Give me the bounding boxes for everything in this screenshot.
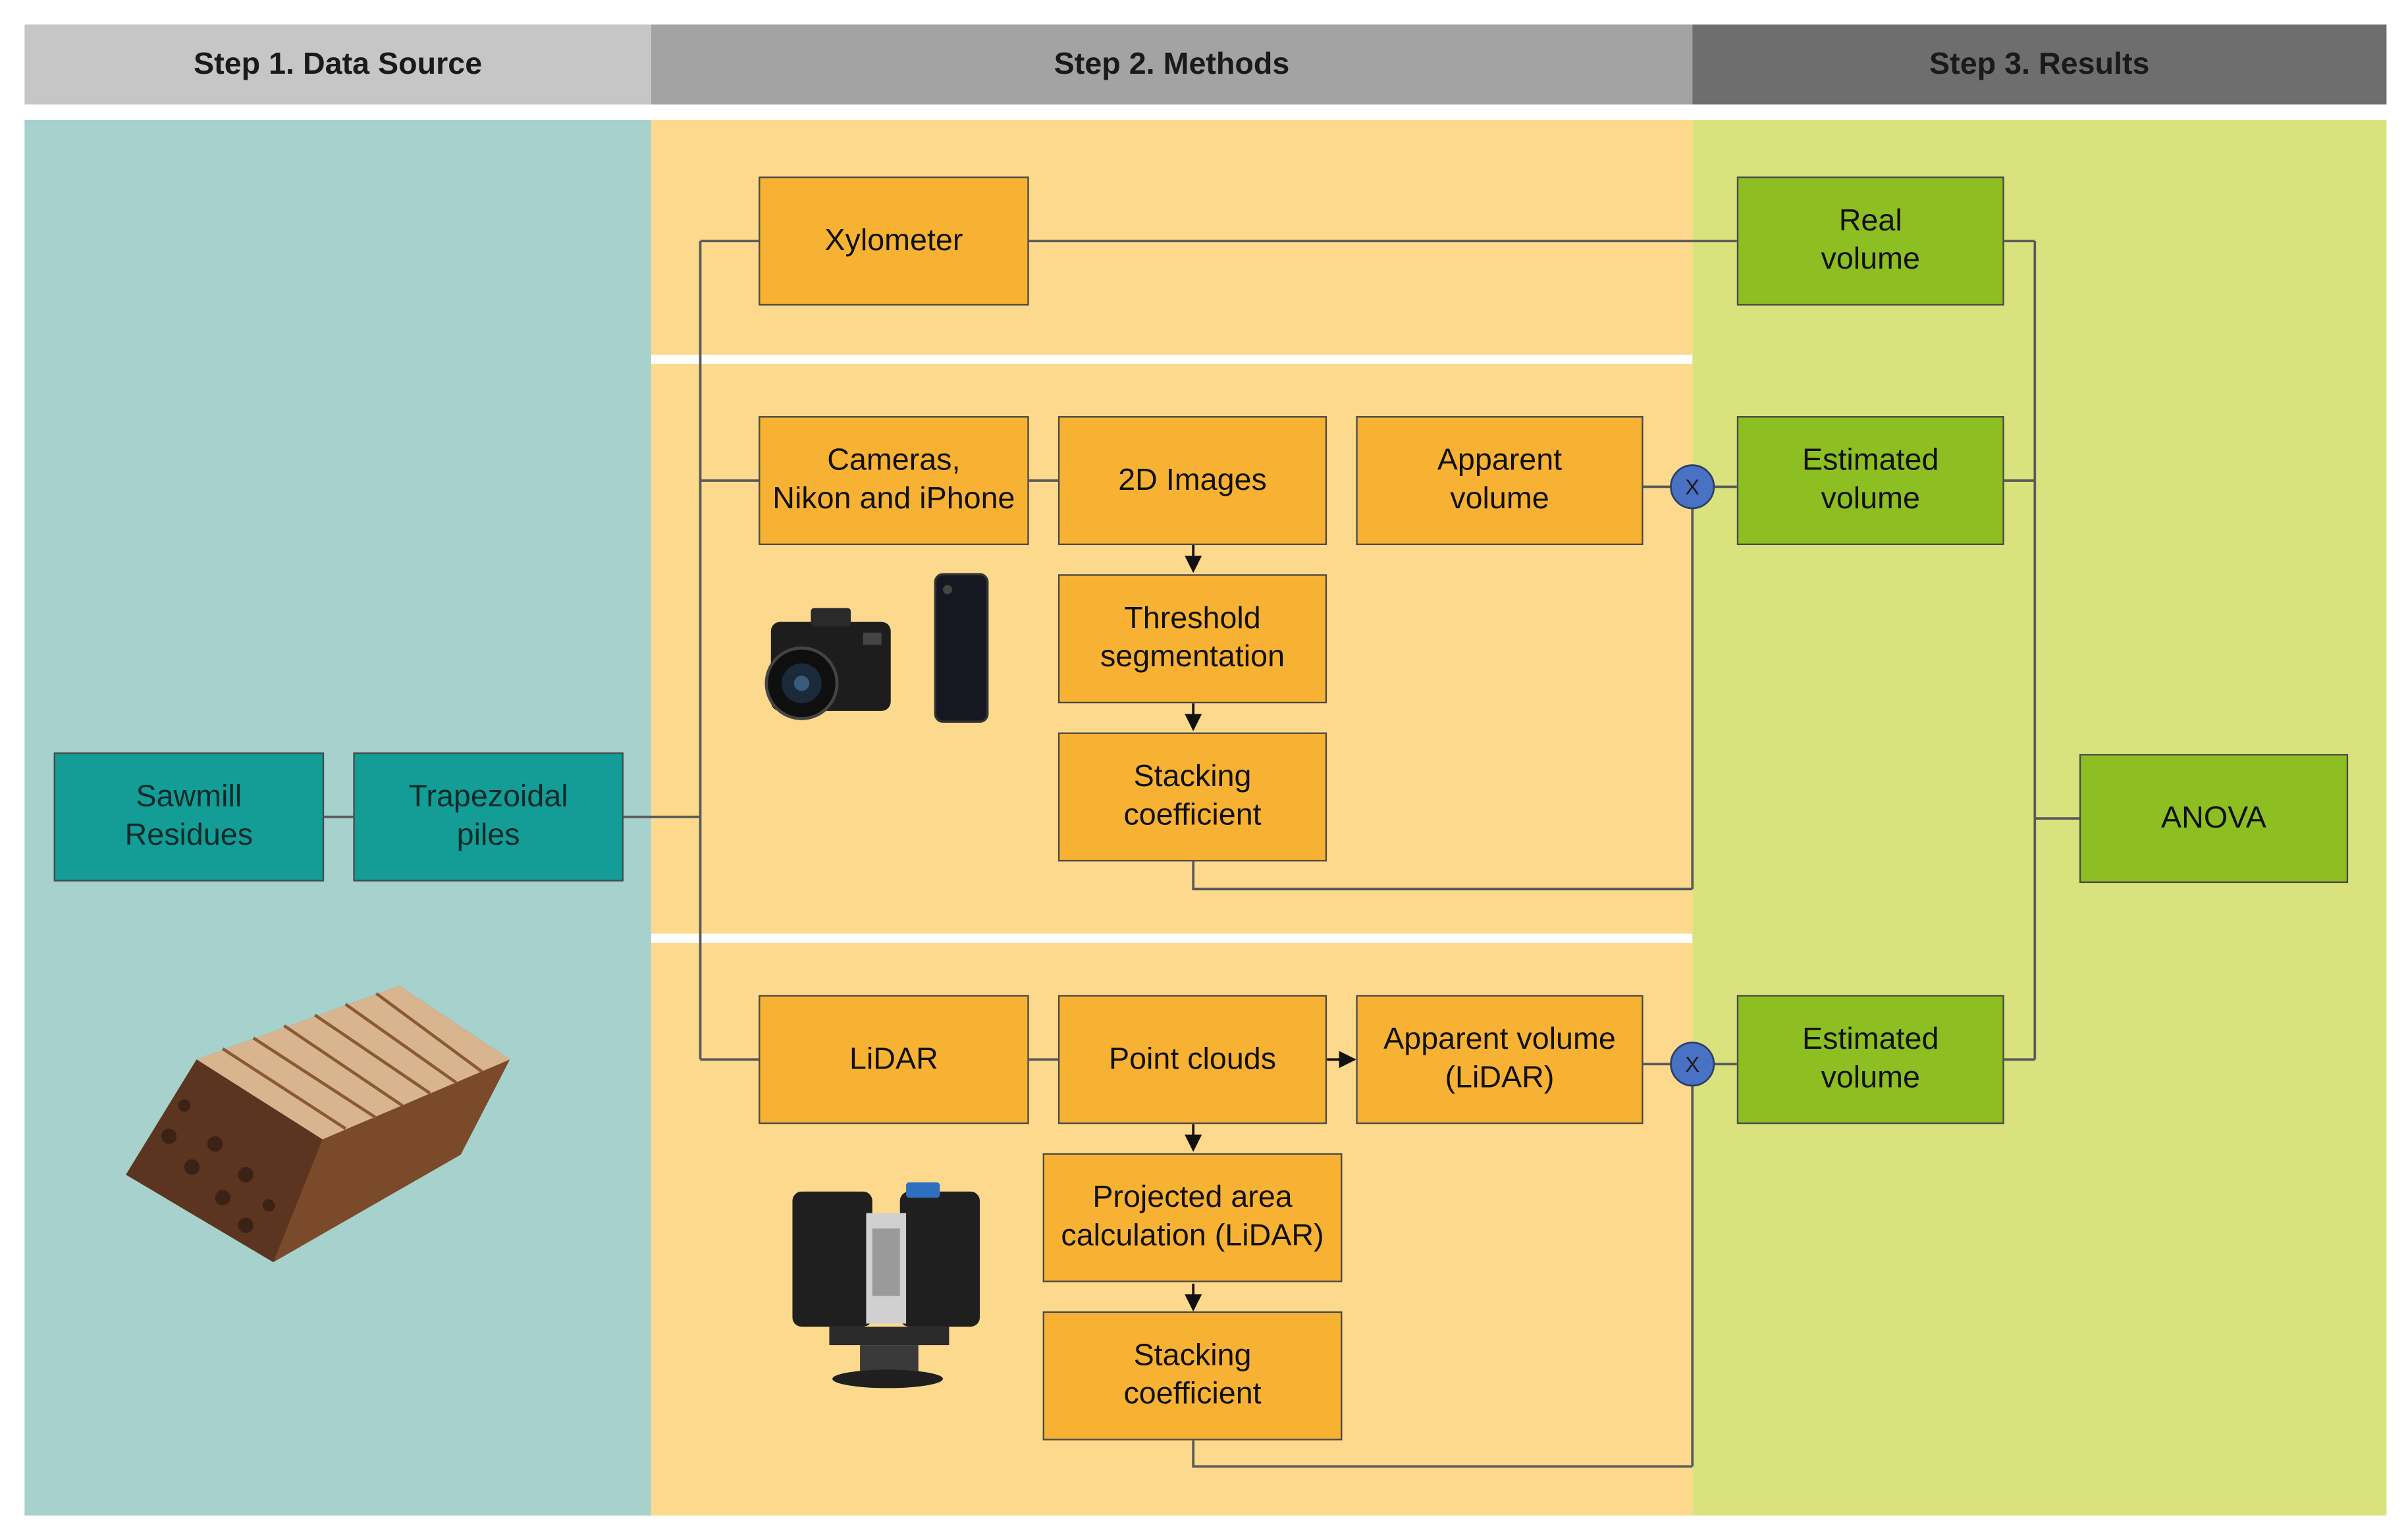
lidar-box: LiDAR [759,995,1029,1124]
svg-text:X: X [1685,1052,1699,1076]
header-step2: Step 2. Methods [651,24,1693,105]
anova-box: ANOVA [2079,754,2349,884]
svg-text:X: X [1685,475,1699,499]
2d-images-box: 2D Images [1057,416,1327,545]
header-step1: Step 1. Data Source [24,24,651,105]
xylometer-box: Xylometer [759,176,1029,306]
stacking-coefficient-lidar-box: Stacking coefficient [1042,1311,1343,1441]
apparent-volume-lidar-box: Apparent volume (LiDAR) [1356,995,1644,1124]
trapezoidal-piles-box: Trapezoidal piles [353,752,624,882]
camera-icon [764,608,891,720]
real-volume-box: Real volume [1736,176,2004,306]
projected-area-box: Projected area calculation (LiDAR) [1042,1153,1343,1283]
cameras-box: Cameras, Nikon and iPhone [759,416,1029,545]
apparent-volume-box: Apparent volume [1356,416,1644,545]
point-clouds-box: Point clouds [1057,995,1327,1124]
wood-pile-icon [126,986,510,1263]
phone-icon [934,573,989,723]
estimated-volume-photo-box: Estimated volume [1736,416,2004,545]
laser-scanner-icon [792,1182,980,1389]
threshold-segmentation-box: Threshold segmentation [1057,574,1327,704]
multiply-node-lidar: X [1670,1042,1715,1087]
header-step3: Step 3. Results [1692,24,2387,105]
estimated-volume-lidar-box: Estimated volume [1736,995,2004,1124]
stacking-coefficient-photo-box: Stacking coefficient [1057,732,1327,862]
multiply-node-photo: X [1670,464,1715,510]
sawmill-residues-box: Sawmill Residues [53,752,325,882]
